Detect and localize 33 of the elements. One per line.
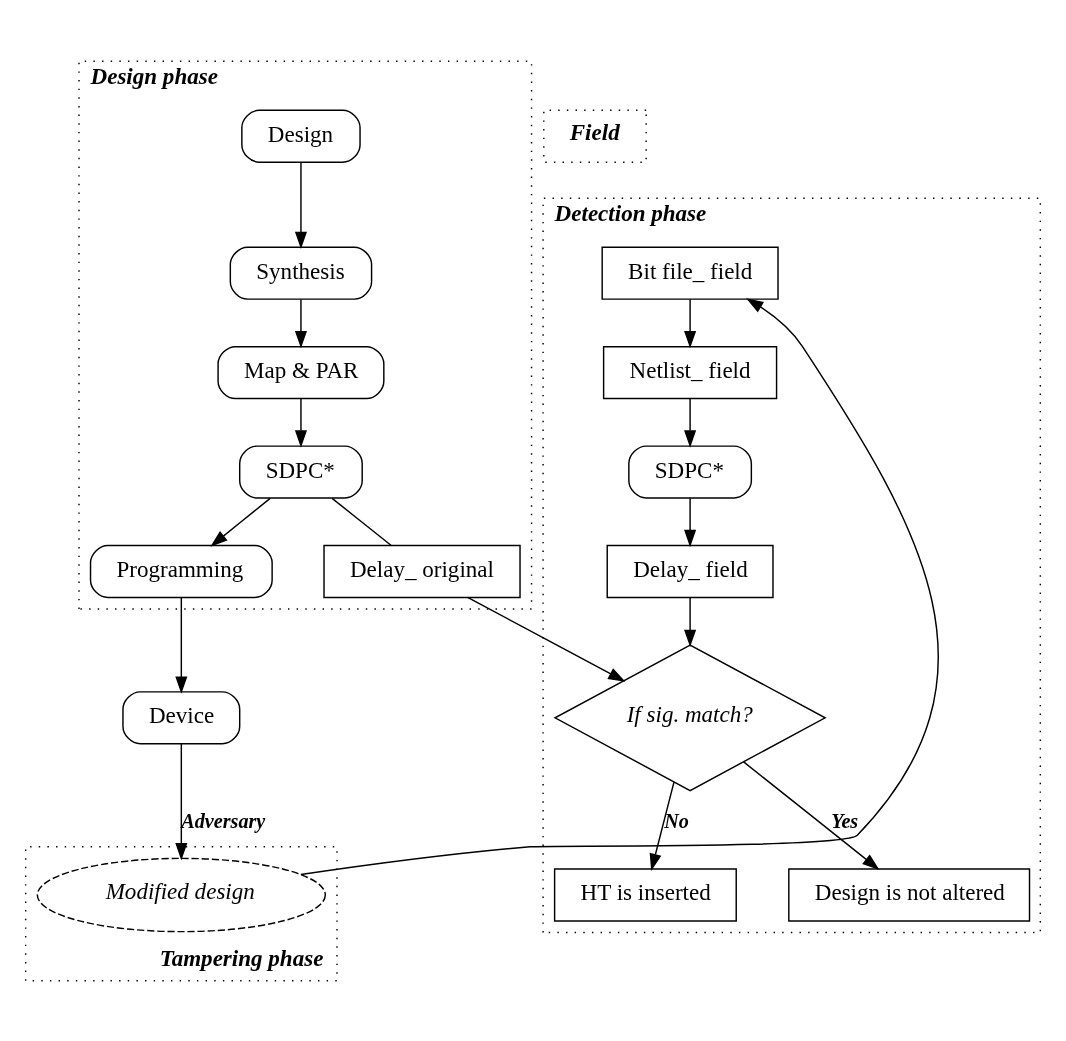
node-box: Design is not altered xyxy=(788,867,1031,922)
connector xyxy=(331,497,392,546)
arrow xyxy=(684,298,697,348)
edge-label: Yes xyxy=(831,809,859,832)
node-diamond: If sig. match? xyxy=(553,643,827,791)
arrow xyxy=(742,760,880,870)
node-box: Device xyxy=(122,690,241,744)
edge-label: No xyxy=(664,809,689,832)
node-box: HT is inserted xyxy=(553,867,737,922)
arrow xyxy=(684,497,697,547)
arrow xyxy=(294,161,307,249)
node-box: SDPC* xyxy=(239,444,363,499)
arrow xyxy=(175,742,188,860)
node-ellipse: Modified design xyxy=(36,857,327,932)
arrow xyxy=(467,596,626,682)
node-box: Design xyxy=(241,109,361,163)
node-box: Programming xyxy=(89,544,273,598)
node-box: Netlist_ field xyxy=(602,345,778,399)
node-box: Delay_ field xyxy=(606,544,774,598)
arrow xyxy=(684,397,697,448)
node-box: Bit file_ field xyxy=(601,246,779,300)
node-box: Map & PAR xyxy=(217,345,385,399)
node-box: Field xyxy=(543,109,647,163)
arrow xyxy=(294,298,307,348)
arrow xyxy=(210,497,271,547)
arrow xyxy=(300,297,939,875)
node-box: Delay_ original xyxy=(323,544,521,598)
node-box: SDPC* xyxy=(628,444,753,499)
arrow xyxy=(175,596,188,694)
arrow xyxy=(684,596,697,647)
arrow xyxy=(649,780,675,871)
node-box: Synthesis xyxy=(229,246,373,300)
arrow xyxy=(294,397,307,448)
